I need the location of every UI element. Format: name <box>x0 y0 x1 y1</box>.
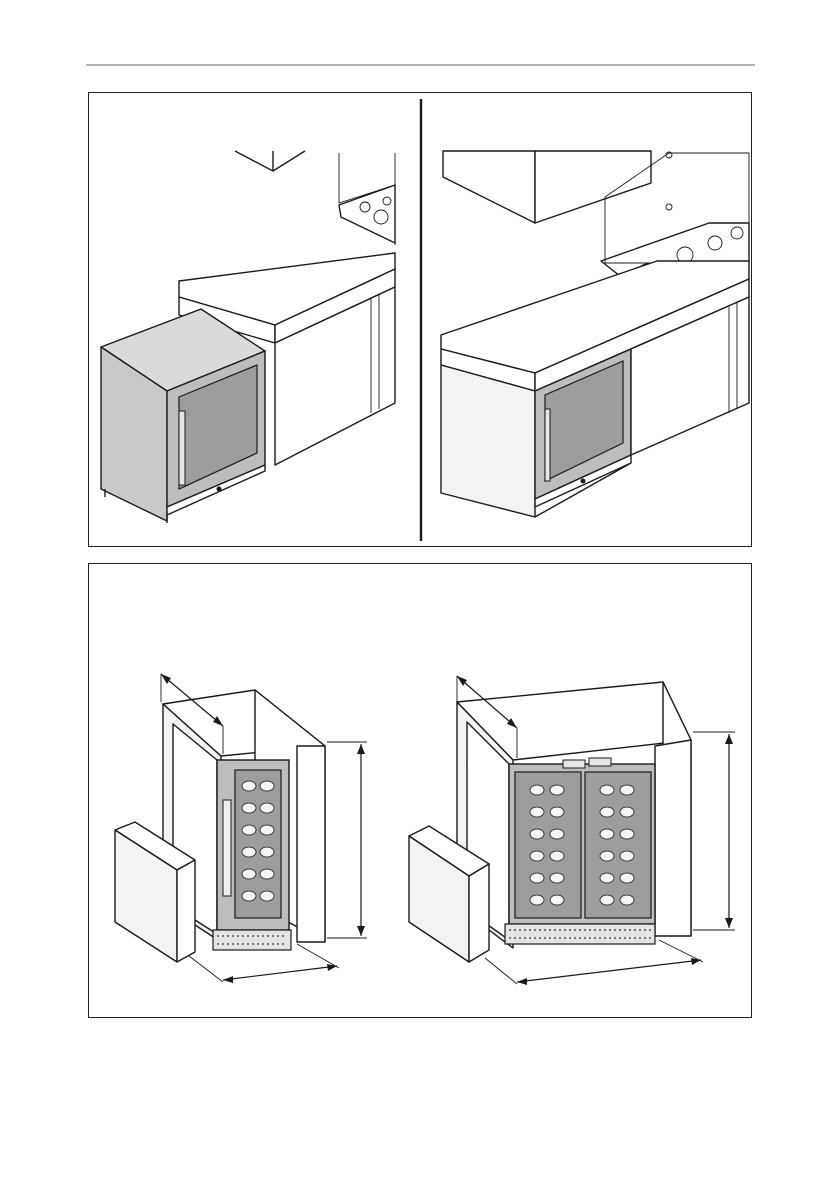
dimension-illustrations <box>89 564 753 1019</box>
double-door-niche-dimensions <box>409 676 735 985</box>
freestanding-unit-before-install <box>101 151 395 523</box>
kitchen-illustrations <box>89 93 753 548</box>
installation-kitchen-panel <box>88 92 752 547</box>
page-header-rule <box>86 64 755 66</box>
installation-dimensions-panel <box>88 563 752 1018</box>
single-door-niche-dimensions <box>115 674 367 983</box>
unit-built-in-under-counter <box>441 151 749 517</box>
